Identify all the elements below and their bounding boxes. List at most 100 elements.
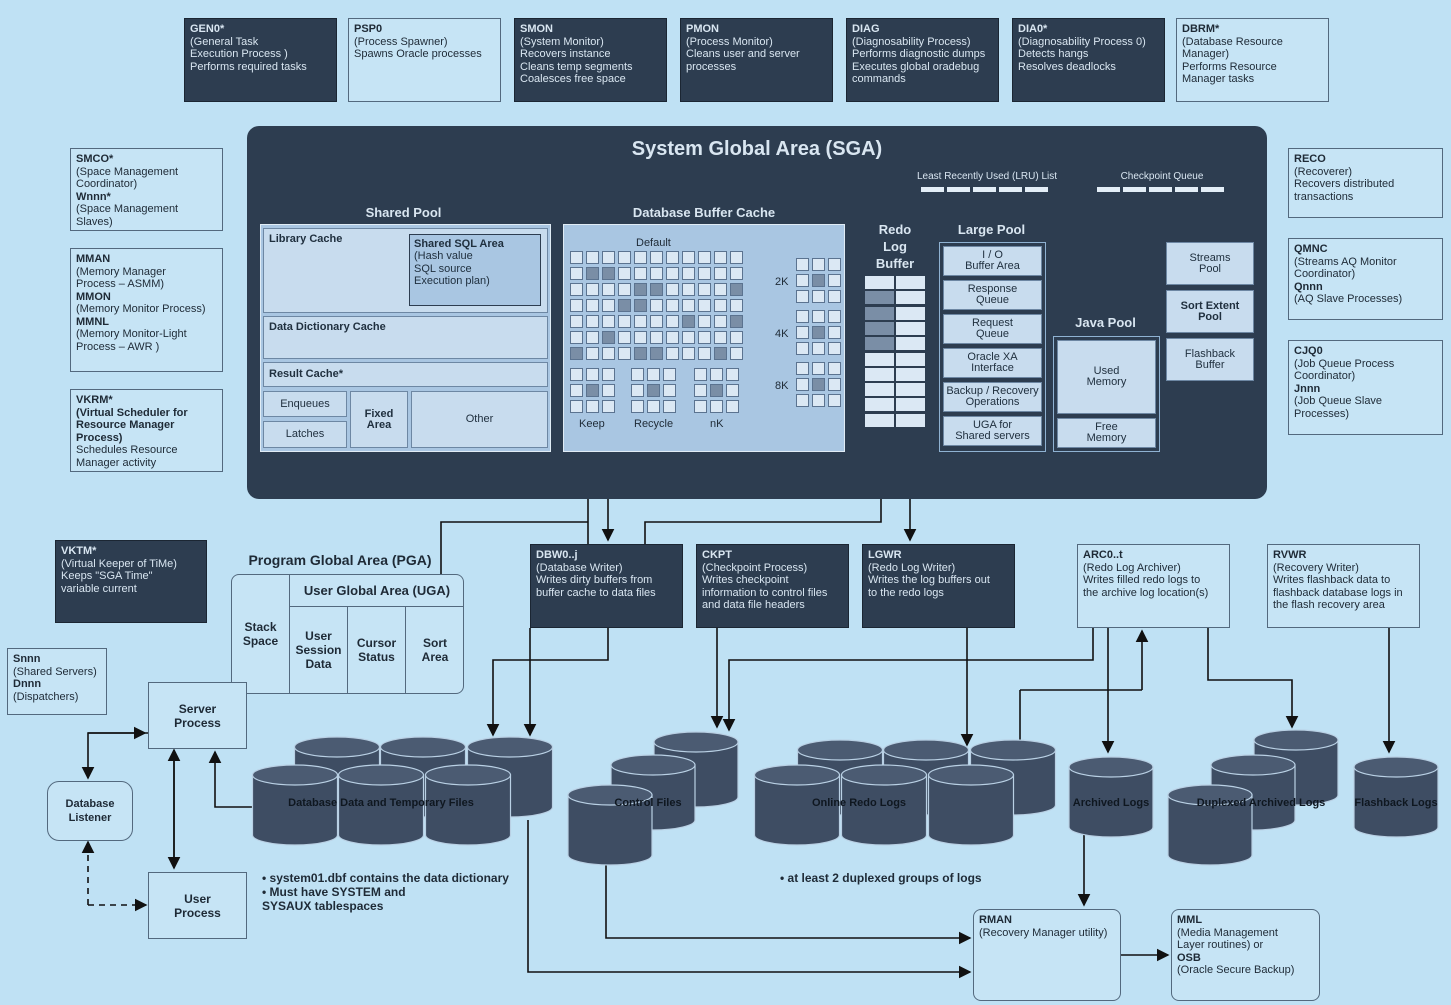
box-line: MMON (76, 290, 111, 303)
buffer-block (634, 315, 647, 328)
queue-slot (1025, 187, 1048, 192)
redo-logs-note: • at least 2 duplexed groups of logs (780, 871, 982, 885)
box-line: Wnnn* (76, 190, 111, 203)
buffer-block (602, 400, 615, 413)
process-desc: (Database Resource Manager) Performs Res… (1182, 35, 1283, 86)
buffer-block (570, 347, 583, 360)
buffer-block (666, 347, 679, 360)
top-process-box-4: DIAG(Diagnosability Process) Performs di… (846, 18, 999, 102)
buffer-block (586, 315, 599, 328)
disk-cylinder (424, 764, 512, 846)
large-pool-item-4: Backup / Recovery Operations (943, 382, 1042, 412)
buffer-block (730, 267, 743, 280)
process-title: DBRM* (1182, 23, 1220, 35)
flashback-buffer: Flashback Buffer (1166, 338, 1254, 381)
box-line: CJQ0 (1294, 345, 1323, 357)
buffer-block (602, 299, 615, 312)
buffer-block (726, 384, 739, 397)
buffer-block (714, 299, 727, 312)
redo-entry (865, 291, 894, 305)
buffer-block (618, 299, 631, 312)
buffer-block (631, 368, 644, 381)
top-process-box-5: DIA0*(Diagnosability Process 0) Detects … (1012, 18, 1165, 102)
box-line: OSB (1177, 951, 1201, 964)
process-desc: (Checkpoint Process) Writes checkpoint i… (702, 561, 828, 612)
box-line: MML (1177, 914, 1203, 926)
buffer-block (710, 400, 723, 413)
buffer-block (698, 331, 711, 344)
streams-pool: Streams Pool (1166, 242, 1254, 285)
buffer-block (710, 368, 723, 381)
buffer-block (586, 299, 599, 312)
buffer-block (796, 378, 809, 391)
buffer-block (796, 394, 809, 407)
process-title: DIAG (852, 23, 880, 35)
buffer-block (694, 368, 707, 381)
large-pool-item-3: Oracle XA Interface (943, 348, 1042, 378)
process-title: PMON (686, 23, 719, 35)
box-line: VKRM* (76, 394, 113, 406)
shared-pool: Library Cache Shared SQL Area (Hash valu… (260, 224, 551, 452)
buffer-block (634, 299, 647, 312)
redo-entry (896, 383, 925, 397)
data-dictionary-cache-label: Data Dictionary Cache (269, 321, 386, 333)
rman-title: RMAN (979, 914, 1012, 926)
buffer-block (682, 331, 695, 344)
data-files-note: • system01.dbf contains the data diction… (262, 871, 509, 913)
database-listener: Database Listener (47, 781, 133, 841)
database-buffer-cache: Default Keep Recycle nK 2K 4K 8K (563, 224, 845, 452)
buffer-block (666, 299, 679, 312)
redo-entry (896, 398, 925, 412)
user-session-data: User Session Data (290, 607, 348, 693)
buffer-block (570, 267, 583, 280)
latches: Latches (263, 421, 347, 448)
buffer-block (634, 331, 647, 344)
buffer-block (812, 258, 825, 271)
buffer-block (714, 267, 727, 280)
box-line: Layer routines) or (1177, 939, 1264, 951)
box-line: (Virtual Scheduler for (76, 406, 188, 419)
buffer-block (694, 400, 707, 413)
data-dictionary-cache: Data Dictionary Cache (263, 316, 548, 359)
user-process: User Process (148, 872, 247, 939)
buffer-block (812, 378, 825, 391)
large-pool-item-5: UGA for Shared servers (943, 416, 1042, 446)
buffer-block (812, 342, 825, 355)
buffer-block (710, 384, 723, 397)
buffer-block (666, 331, 679, 344)
redo-entry (865, 413, 894, 427)
process-title: DIA0* (1018, 23, 1048, 35)
process-title: ARC0..t (1083, 549, 1123, 561)
buffer-block (570, 331, 583, 344)
buffer-block (602, 315, 615, 328)
top-process-box-2: SMON(System Monitor) Recovers instance C… (514, 18, 667, 102)
online-redo-logs-label: Online Redo Logs (812, 797, 906, 809)
buffer-block (570, 283, 583, 296)
buffer-block (812, 290, 825, 303)
disk-cylinder (840, 764, 928, 846)
box-line: Coordinator) (1294, 268, 1356, 280)
buffer-block (796, 290, 809, 303)
shared-sql-area-title: Shared SQL Area (414, 238, 504, 250)
process-desc: (Database Writer) Writes dirty buffers f… (536, 561, 656, 599)
mid-process-box-1: CKPT(Checkpoint Process) Writes checkpoi… (696, 544, 849, 628)
box-line: (Media Management (1177, 926, 1278, 939)
box-line: (Space Management (76, 165, 179, 178)
buffer-block (828, 362, 841, 375)
result-cache: Result Cache* (263, 362, 548, 387)
buffer-block (586, 384, 599, 397)
sort-extent-pool: Sort Extent Pool (1166, 290, 1254, 333)
buffer-block (650, 251, 663, 264)
buffer-block (570, 299, 583, 312)
top-process-box-3: PMON(Process Monitor) Cleans user and se… (680, 18, 833, 102)
buffer-block (730, 251, 743, 264)
large-pool-item-1: Response Queue (943, 280, 1042, 310)
buffer-block (663, 400, 676, 413)
box-line: (Memory Manager (76, 265, 166, 278)
buffer-block (682, 299, 695, 312)
mid-process-box-4: RVWR(Recovery Writer) Writes flashback d… (1267, 544, 1420, 628)
box-line: MMAN (76, 253, 111, 265)
cursor-status: Cursor Status (348, 607, 406, 693)
